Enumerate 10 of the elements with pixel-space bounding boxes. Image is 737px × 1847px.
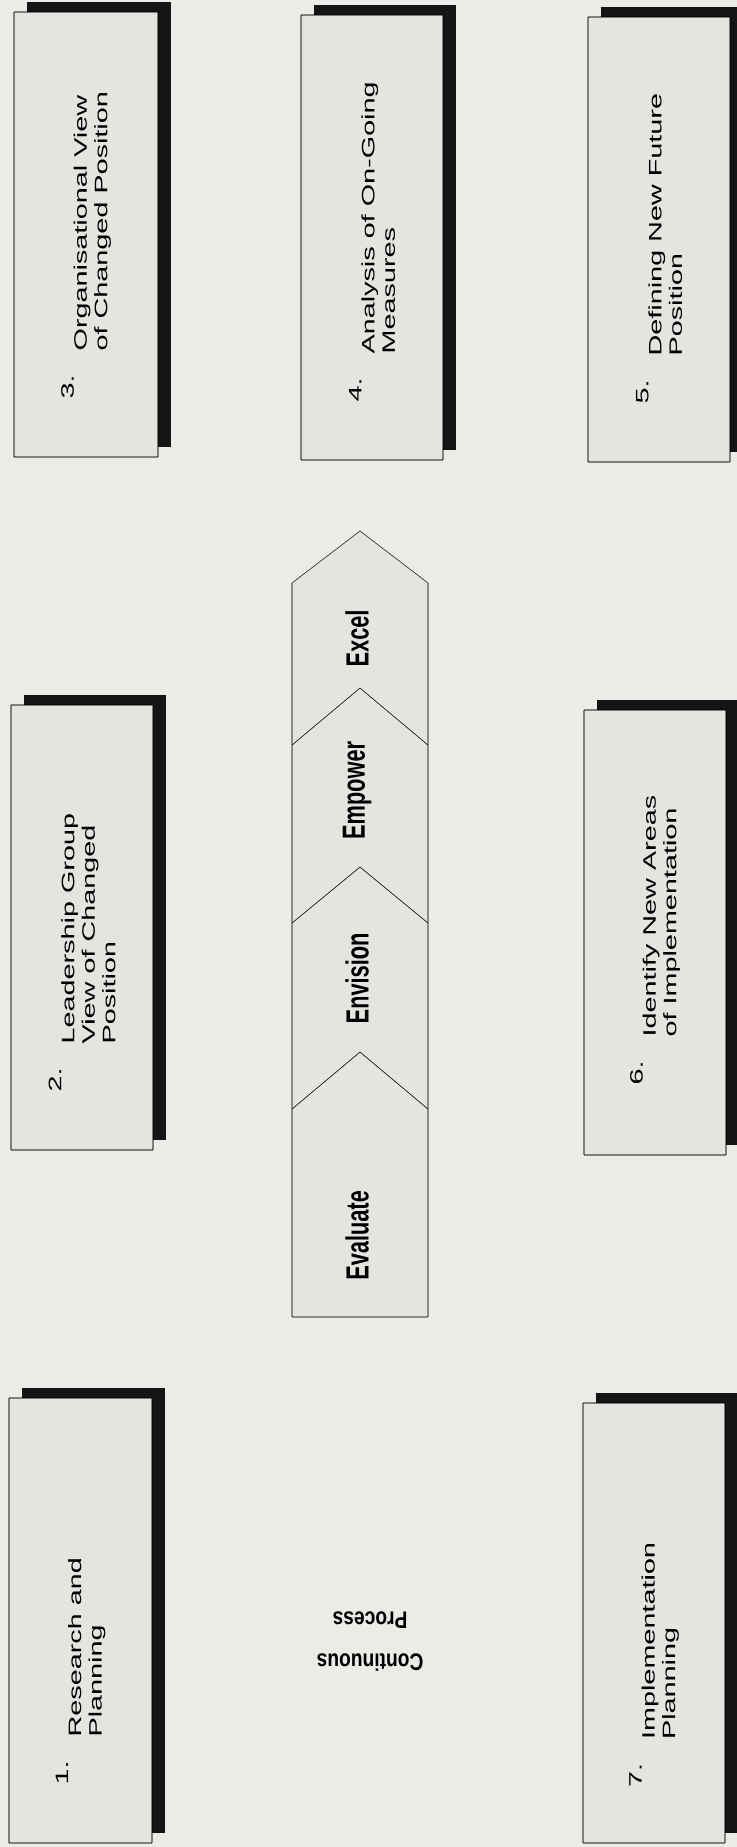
chevron-step: Envision bbox=[291, 866, 429, 1110]
step-box: 4. Analysis of On-Going Measures bbox=[300, 5, 456, 461]
step-box: 7. Implementation Planning bbox=[582, 1393, 737, 1844]
step-box: 1. Research and Planning bbox=[8, 1388, 165, 1844]
step-box: 3. Organisational View of Changed Position bbox=[13, 2, 171, 458]
process-label: Continuous Process bbox=[317, 1611, 423, 1671]
step-box: 5. Defining New Future Position bbox=[587, 7, 737, 463]
step-box: 2. Leadership Group View of Changed Position bbox=[10, 695, 166, 1151]
step-box: 6. Identify New Areas of Implementation bbox=[583, 700, 737, 1156]
chevron-step: Empower bbox=[291, 687, 429, 924]
